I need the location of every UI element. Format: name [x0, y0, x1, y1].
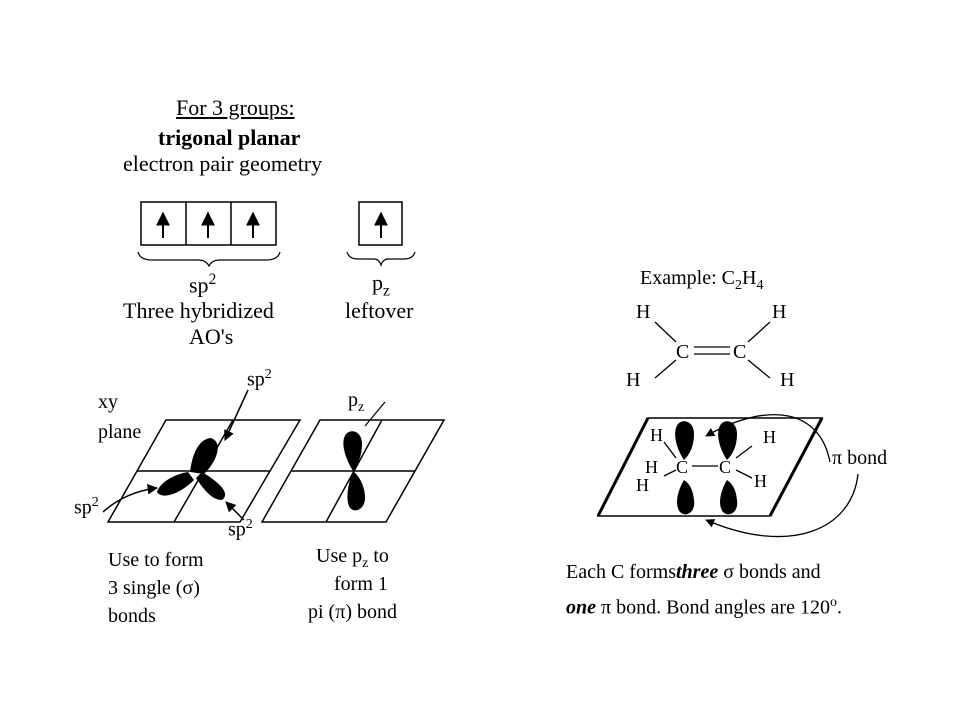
geometry-title: trigonal planar	[158, 125, 301, 150]
p-orbital-lobes	[675, 421, 738, 515]
plane-atom-c-2: C	[719, 457, 732, 477]
pz-brace	[346, 251, 416, 267]
arrow-sp2-bottom	[225, 501, 245, 521]
arrow-sp2-left	[102, 483, 159, 513]
sp2-brace	[137, 251, 281, 268]
pz-label: pz	[372, 270, 390, 300]
sp2-lobes	[157, 438, 226, 500]
pi-bond-plane	[596, 417, 824, 517]
plane-label: plane	[98, 421, 142, 443]
example-label: Example: C2H4	[640, 267, 764, 293]
atom-h-bottom-right: H	[780, 369, 795, 391]
atom-h-top-right: H	[772, 301, 787, 323]
pi-bond-arrow-bottom	[705, 473, 859, 538]
pz-lobes	[343, 431, 366, 511]
plane-atom-h-2: H	[763, 427, 776, 447]
use-pz-line-3: pi (π) bond	[308, 601, 397, 623]
use-form-line-2: 3 single (σ)	[108, 577, 200, 599]
arrow-sp2-top	[224, 389, 249, 441]
atom-c-left: C	[676, 341, 690, 363]
atom-c-right: C	[733, 341, 747, 363]
pz-plane-label: pz	[348, 389, 365, 415]
groups-heading: For 3 groups:	[176, 95, 295, 120]
use-form-line-1: Use to form	[108, 549, 204, 571]
atom-h-top-left: H	[636, 301, 651, 323]
use-pz-line-1: Use pz to	[316, 545, 389, 571]
summary-line-2: one π bond. Bond angles are 120o.	[566, 595, 842, 619]
use-form-line-3: bonds	[108, 605, 156, 627]
sp2-left-label: sp2	[74, 495, 99, 519]
plane-atom-h-3: H	[645, 457, 658, 477]
plane-atom-h-5: H	[754, 471, 767, 491]
geometry-subtitle: electron pair geometry	[123, 151, 323, 176]
sp2-top-label: sp2	[247, 367, 272, 391]
xy-label: xy	[98, 391, 118, 413]
plane-atom-c-1: C	[676, 457, 689, 477]
plane-bonds	[663, 441, 753, 479]
sp2-caption-2: AO's	[189, 324, 234, 349]
pi-bond-arrow-top	[705, 414, 831, 463]
pz-orbital-box	[358, 201, 403, 246]
arrow-pz	[364, 401, 386, 427]
sp2-caption-1: Three hybridized	[123, 298, 274, 323]
use-pz-line-2: form 1	[334, 573, 388, 595]
plane-atom-h-4: H	[636, 475, 649, 495]
pz-caption: leftover	[345, 298, 414, 323]
ethylene-structure	[654, 321, 771, 379]
summary-line-1: Each C formsthree σ bonds and	[566, 561, 821, 583]
pi-bond-label: π bond	[832, 447, 888, 469]
sp2-orbital-boxes	[140, 201, 277, 246]
sp2-bottom-label: sp2	[228, 517, 253, 541]
atom-h-bottom-left: H	[626, 369, 641, 391]
plane-atom-h-1: H	[650, 425, 663, 445]
sp2-label: sp2	[189, 271, 217, 298]
